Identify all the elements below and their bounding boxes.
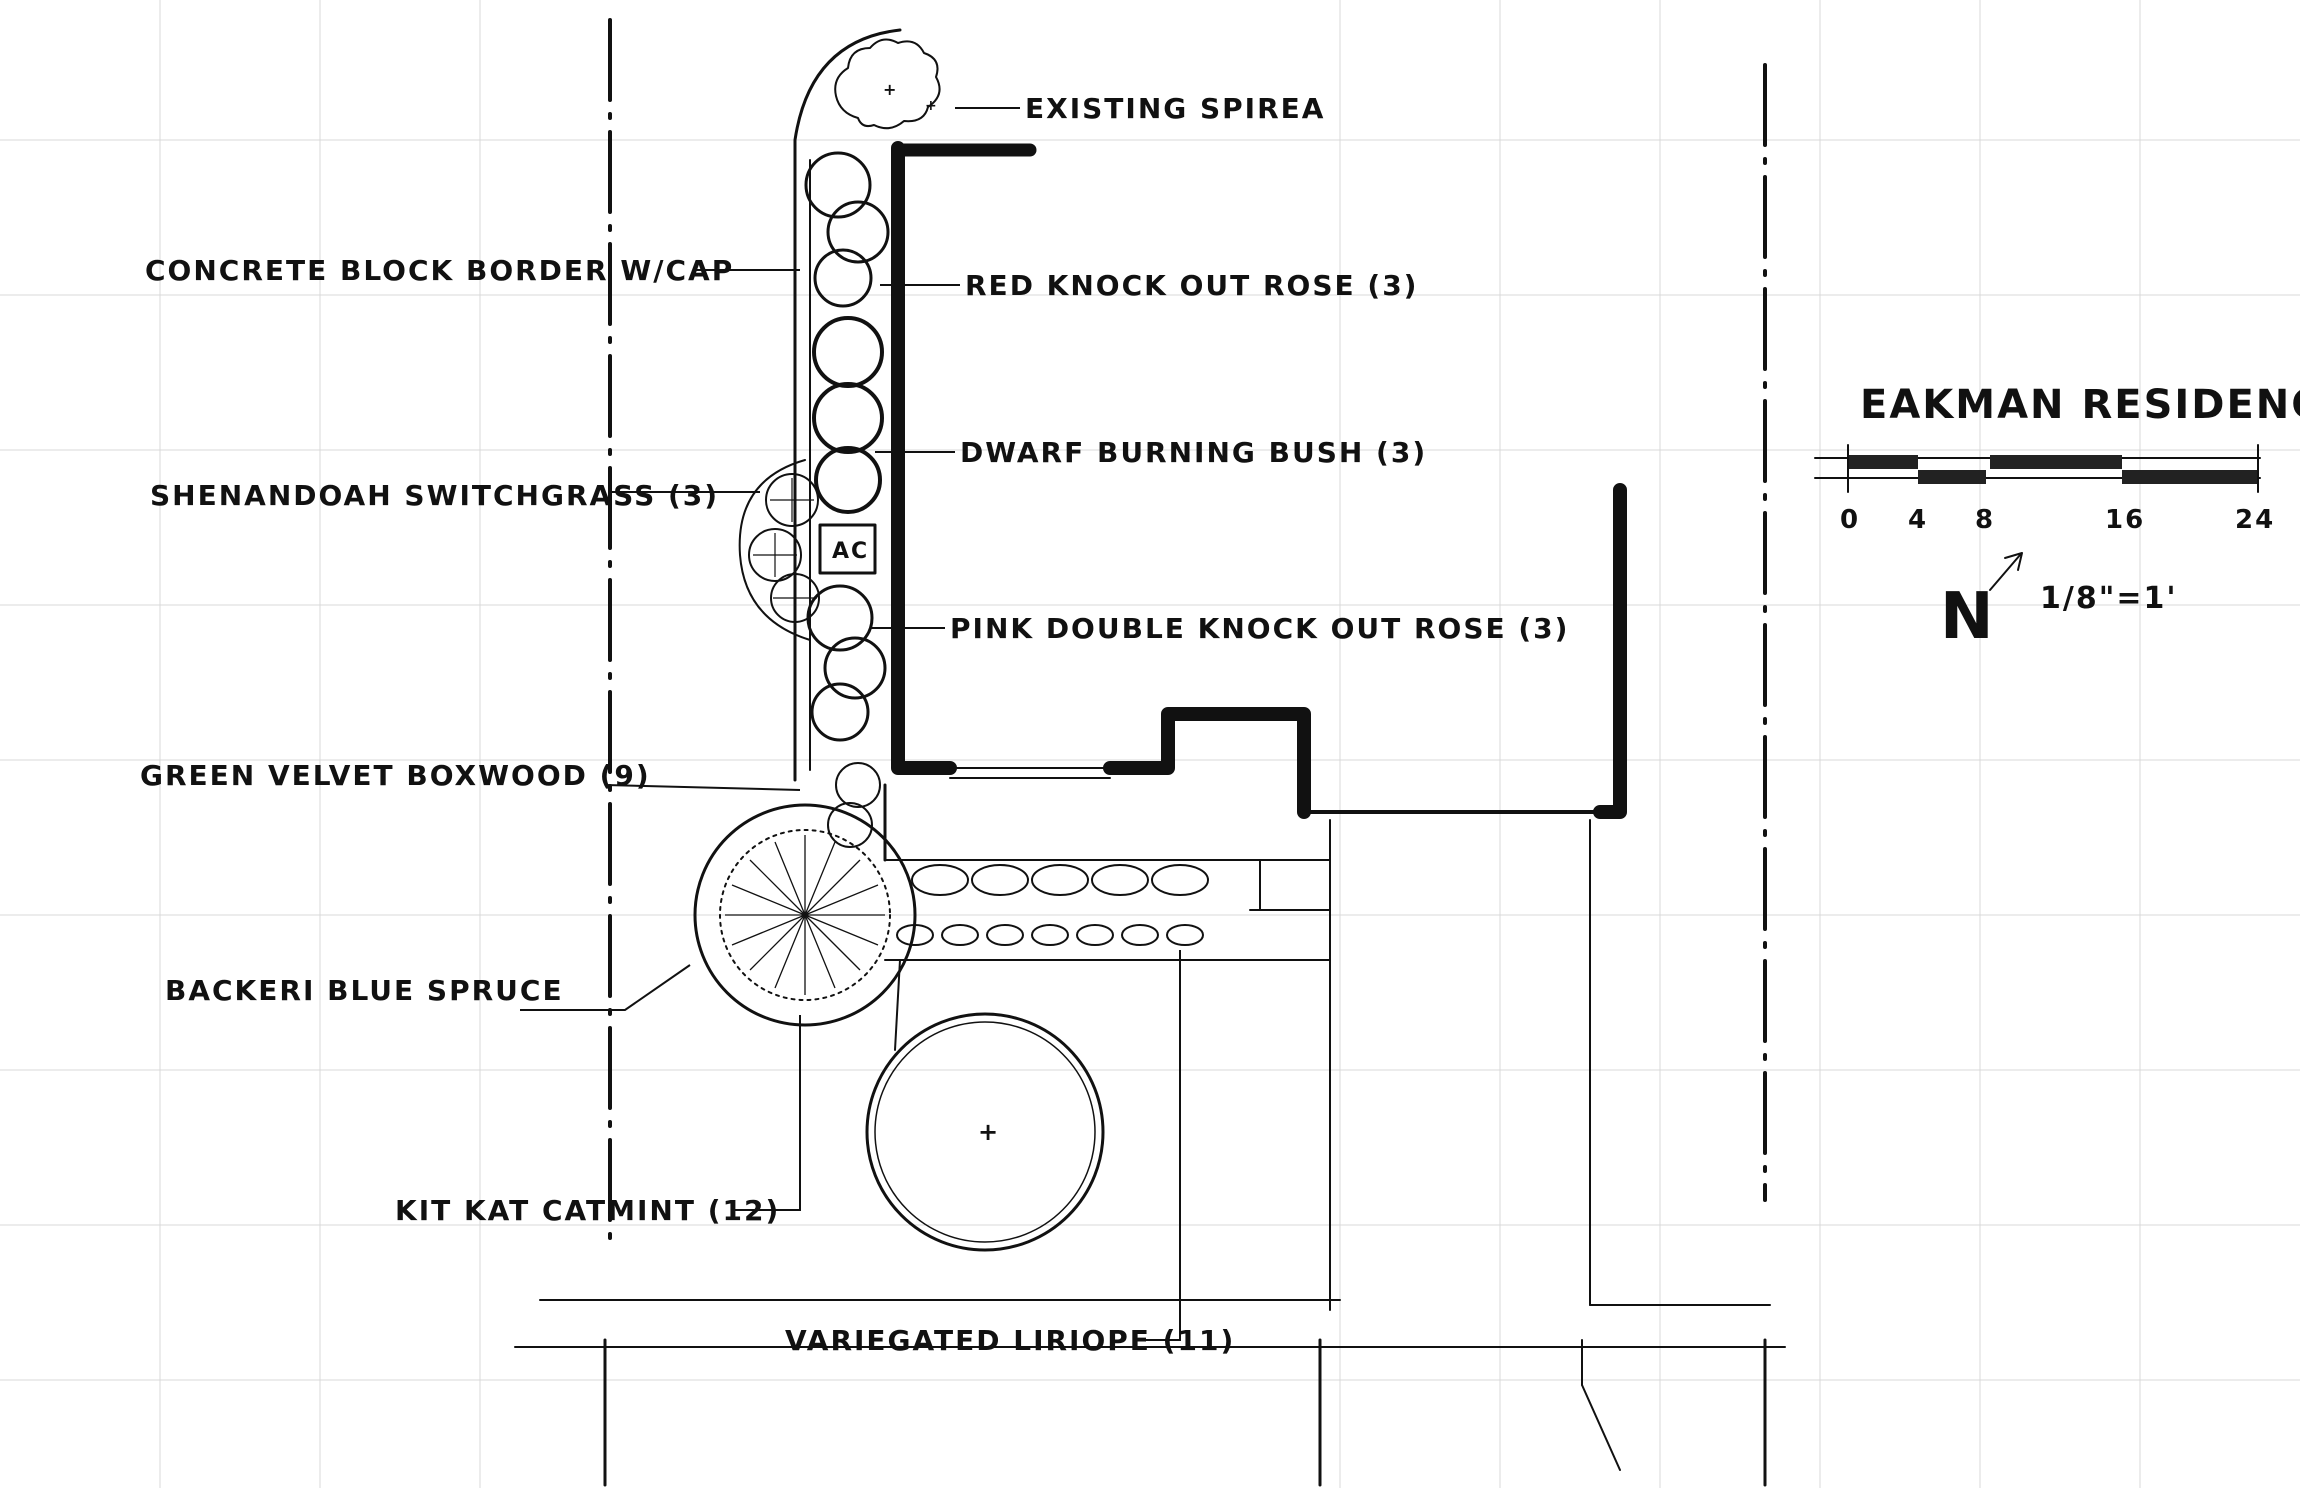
label-existing-spirea: EXISTING SPIREA [1025,92,1325,125]
patio-circle: + [865,1012,1105,1252]
label-backeri-blue-spruce: BACKERI BLUE SPRUCE [165,974,564,1007]
scale-tick-8: 8 [1975,505,1995,535]
existing-spirea-symbol: + + [834,38,941,130]
north-arrow: N [1940,552,2023,654]
switchgrass-symbols [748,473,820,623]
leader-lines [520,107,1181,1341]
svg-text:AC: AC [832,539,869,564]
label-dwarf-burning-bush: DWARF BURNING BUSH (3) [960,436,1427,469]
scale-tick-0: 0 [1840,505,1860,535]
scale-note: 1/8"=1' [2040,581,2178,616]
house-outline [883,141,1771,1311]
scale-tick-16: 16 [2105,505,2145,535]
label-shenandoah-switchgrass: SHENANDOAH SWITCHGRASS (3) [150,479,719,512]
svg-text:+: + [883,80,898,99]
label-red-knock-out-rose: RED KNOCK OUT ROSE (3) [965,269,1418,302]
planting-bed-outline [738,28,1331,1051]
svg-text:+: + [925,98,939,114]
blue-spruce-symbol [693,803,917,1027]
label-pink-double-knock-out-rose: PINK DOUBLE KNOCK OUT ROSE (3) [950,612,1569,645]
boxwood-row [911,864,1209,896]
svg-text:N: N [1940,580,1996,654]
catmint-row [896,924,1204,946]
scale-bar: 0 4 8 16 24 [1814,444,2275,535]
svg-text:+: + [978,1118,1000,1146]
rose-and-bush-symbols [804,151,890,848]
scale-tick-24: 24 [2235,505,2275,535]
ac-unit: AC [818,523,877,575]
label-green-velvet-boxwood: GREEN VELVET BOXWOOD (9) [140,759,651,792]
scale-tick-4: 4 [1908,505,1928,535]
title-block: EAKMAN RESIDENCE 0 4 8 16 24 N 1/8"=1' [1814,382,2300,654]
label-kit-kat-catmint: KIT KAT CATMINT (12) [395,1194,780,1227]
drawing-title: EAKMAN RESIDENCE [1860,382,2300,428]
sidewalk-lines [514,1299,1786,1487]
label-concrete-block-border: CONCRETE BLOCK BORDER W/CAP [145,254,734,287]
label-variegated-liriope: VARIEGATED LIRIOPE (11) [785,1324,1235,1357]
